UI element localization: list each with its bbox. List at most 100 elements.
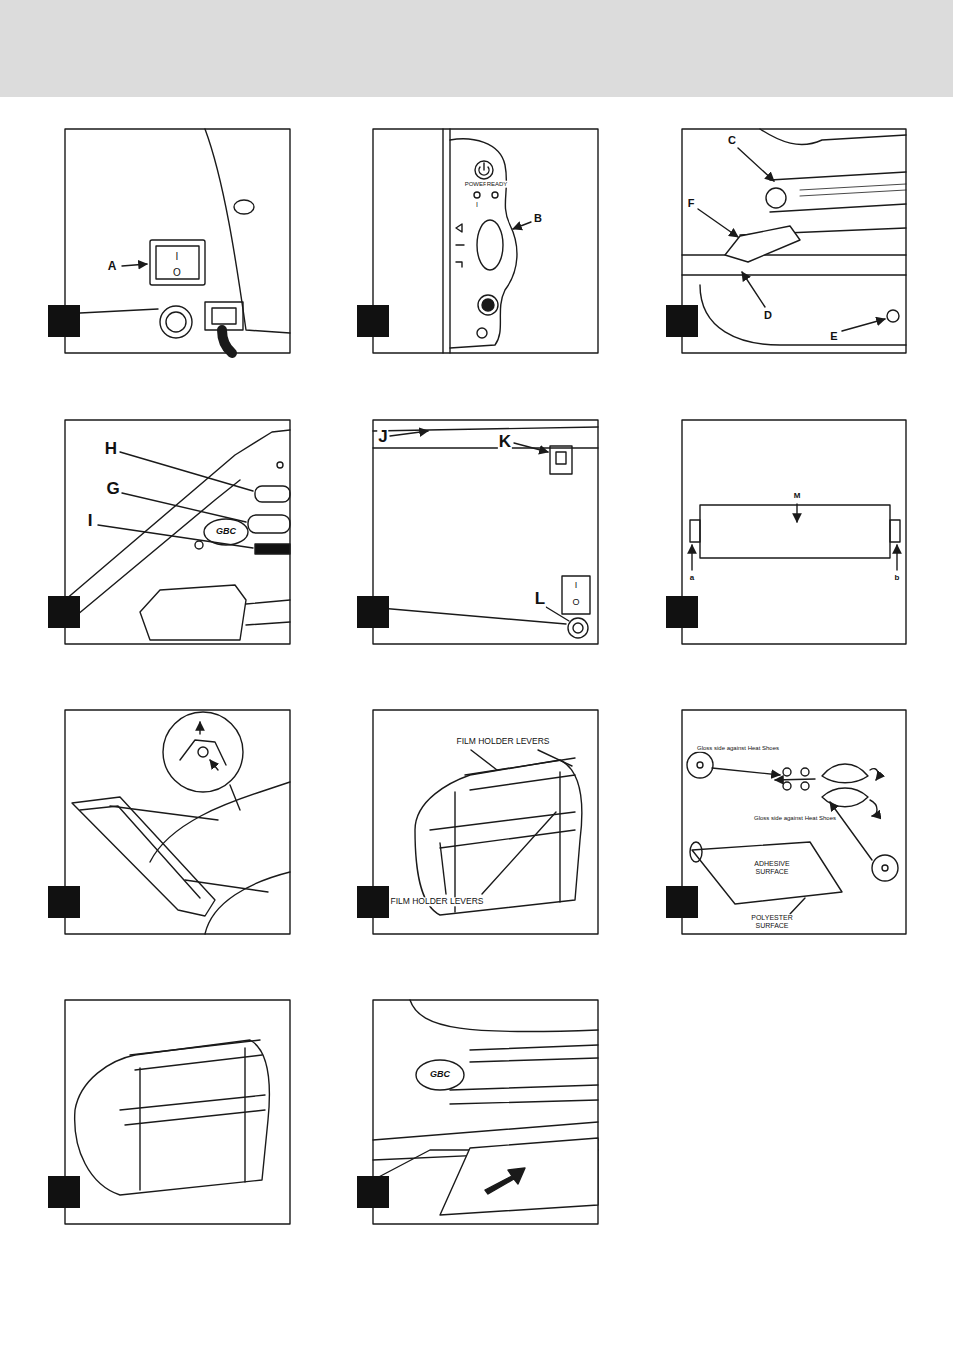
panel-frame: [373, 129, 598, 353]
switch-mark: I: [175, 251, 180, 262]
feed-tray-illustration: [163, 712, 243, 792]
feed-area-illustration: [742, 272, 765, 307]
film-path-illustration: [822, 788, 868, 807]
film-path-illustration: [775, 779, 815, 780]
laminator-illustration: [455, 772, 560, 912]
feed-tray-illustration: [198, 747, 208, 757]
film-roll-illustration: [690, 520, 700, 542]
film-path-illustration: [870, 800, 877, 816]
callout-letter: K: [498, 433, 512, 452]
surface-label: POLYESTER SURFACE: [740, 914, 804, 929]
brand-logo: GBC: [215, 527, 237, 537]
laminator-front-illustration: [140, 1048, 245, 1190]
roller-closeup-illustration: [122, 493, 246, 522]
indicator-symbol: I: [475, 201, 479, 209]
roller-closeup-illustration: [246, 600, 290, 625]
feeding-illustration: [416, 1060, 464, 1090]
control-panel-illustration: [479, 163, 489, 175]
machine-side-illustration: [122, 264, 147, 266]
feed-area-illustration: [760, 129, 906, 144]
laminator-illustration: [415, 750, 582, 915]
feeding-illustration: [373, 1000, 598, 1215]
callout-letter: M: [793, 492, 802, 501]
laminator-illustration: [415, 760, 582, 915]
switch-mark: I: [574, 581, 579, 591]
feed-area-illustration: [770, 172, 906, 212]
callout-letter: a: [689, 574, 695, 583]
film-path-illustration: [801, 782, 809, 790]
part-caption: FILM HOLDER LEVERS: [455, 737, 550, 746]
indicator-label: POWER: [464, 181, 489, 188]
machine-side-illustration: [205, 129, 290, 333]
rear-view-illustration: [373, 447, 598, 448]
film-path-illustration: [830, 802, 872, 860]
callout-letter: H: [104, 440, 118, 459]
machine-side-illustration: [80, 309, 158, 313]
feed-area-illustration: [698, 209, 738, 237]
feeding-illustration: [440, 1138, 598, 1215]
panel-number-box: [48, 886, 80, 918]
laminator-illustration: [430, 758, 575, 848]
callout-letter: G: [105, 480, 120, 499]
surface-label: ADHESIVE SURFACE: [743, 860, 801, 875]
feed-area-illustration: [682, 129, 906, 345]
roller-closeup-illustration: [255, 544, 290, 554]
panel-number-box: [48, 305, 80, 337]
roller-closeup-illustration: [140, 585, 246, 640]
callout-letter: L: [534, 590, 546, 609]
film-path-illustration: [712, 768, 780, 775]
feed-tray-illustration: [199, 722, 200, 734]
callout-letter: b: [894, 574, 901, 583]
roller-closeup-illustration: [120, 452, 253, 491]
film-path-illustration: [783, 768, 791, 776]
machine-side-illustration: [234, 200, 254, 214]
feed-area-illustration: [700, 285, 906, 345]
control-panel-illustration: [492, 192, 498, 198]
panel-number-box: [666, 305, 698, 337]
laminator-illustration: [538, 750, 572, 766]
indicator-label: READY: [486, 181, 509, 188]
feeding-illustration: [450, 1085, 598, 1104]
laminator-front-illustration: [120, 1040, 265, 1125]
film-note: Gloss side against Heat Shoes: [696, 745, 780, 752]
film-path-illustration: [690, 842, 702, 862]
laminator-front-illustration: [75, 1040, 270, 1195]
film-path-illustration: [872, 855, 898, 881]
callout-letter: J: [377, 428, 388, 447]
callout-letter: D: [763, 309, 773, 321]
film-note: Gloss side against Heat Shoes: [753, 815, 837, 822]
panel-frame: [682, 129, 906, 353]
panel-frame: [65, 710, 290, 934]
machine-side-illustration: [150, 240, 205, 285]
feed-tray-illustration: [210, 760, 218, 770]
control-panel-illustration: [513, 222, 531, 229]
panel-number-box: [48, 305, 698, 1208]
control-panel-illustration: [449, 129, 450, 353]
feed-tray-illustration: [80, 806, 200, 898]
panel-frame: [373, 420, 598, 644]
feed-tray-illustration: [205, 872, 290, 934]
panel-frame: [65, 129, 906, 1224]
panel-number-box: [48, 596, 80, 628]
switch-mark: O: [571, 598, 580, 608]
film-roll-illustration: [691, 545, 692, 570]
panel-frame: [373, 1000, 598, 1224]
feeding-illustration: [485, 1168, 525, 1194]
film-roll-illustration: [796, 504, 797, 522]
rear-view-illustration: [550, 446, 572, 474]
rear-view-illustration: [380, 608, 566, 624]
callout-letter: A: [107, 260, 118, 273]
panel-frame: [682, 420, 906, 644]
rear-view-illustration: [546, 607, 569, 621]
feed-area-illustration: [842, 319, 885, 331]
callout-letter: C: [727, 134, 737, 146]
feeding-illustration: [470, 1045, 598, 1062]
panel-number-box: [666, 596, 698, 628]
laminator-front-illustration: [75, 1040, 270, 1195]
film-path-illustration: [687, 752, 713, 778]
rear-view-illustration: [373, 427, 598, 638]
control-panel-illustration: [456, 224, 464, 267]
feed-tray-illustration: [150, 782, 290, 862]
